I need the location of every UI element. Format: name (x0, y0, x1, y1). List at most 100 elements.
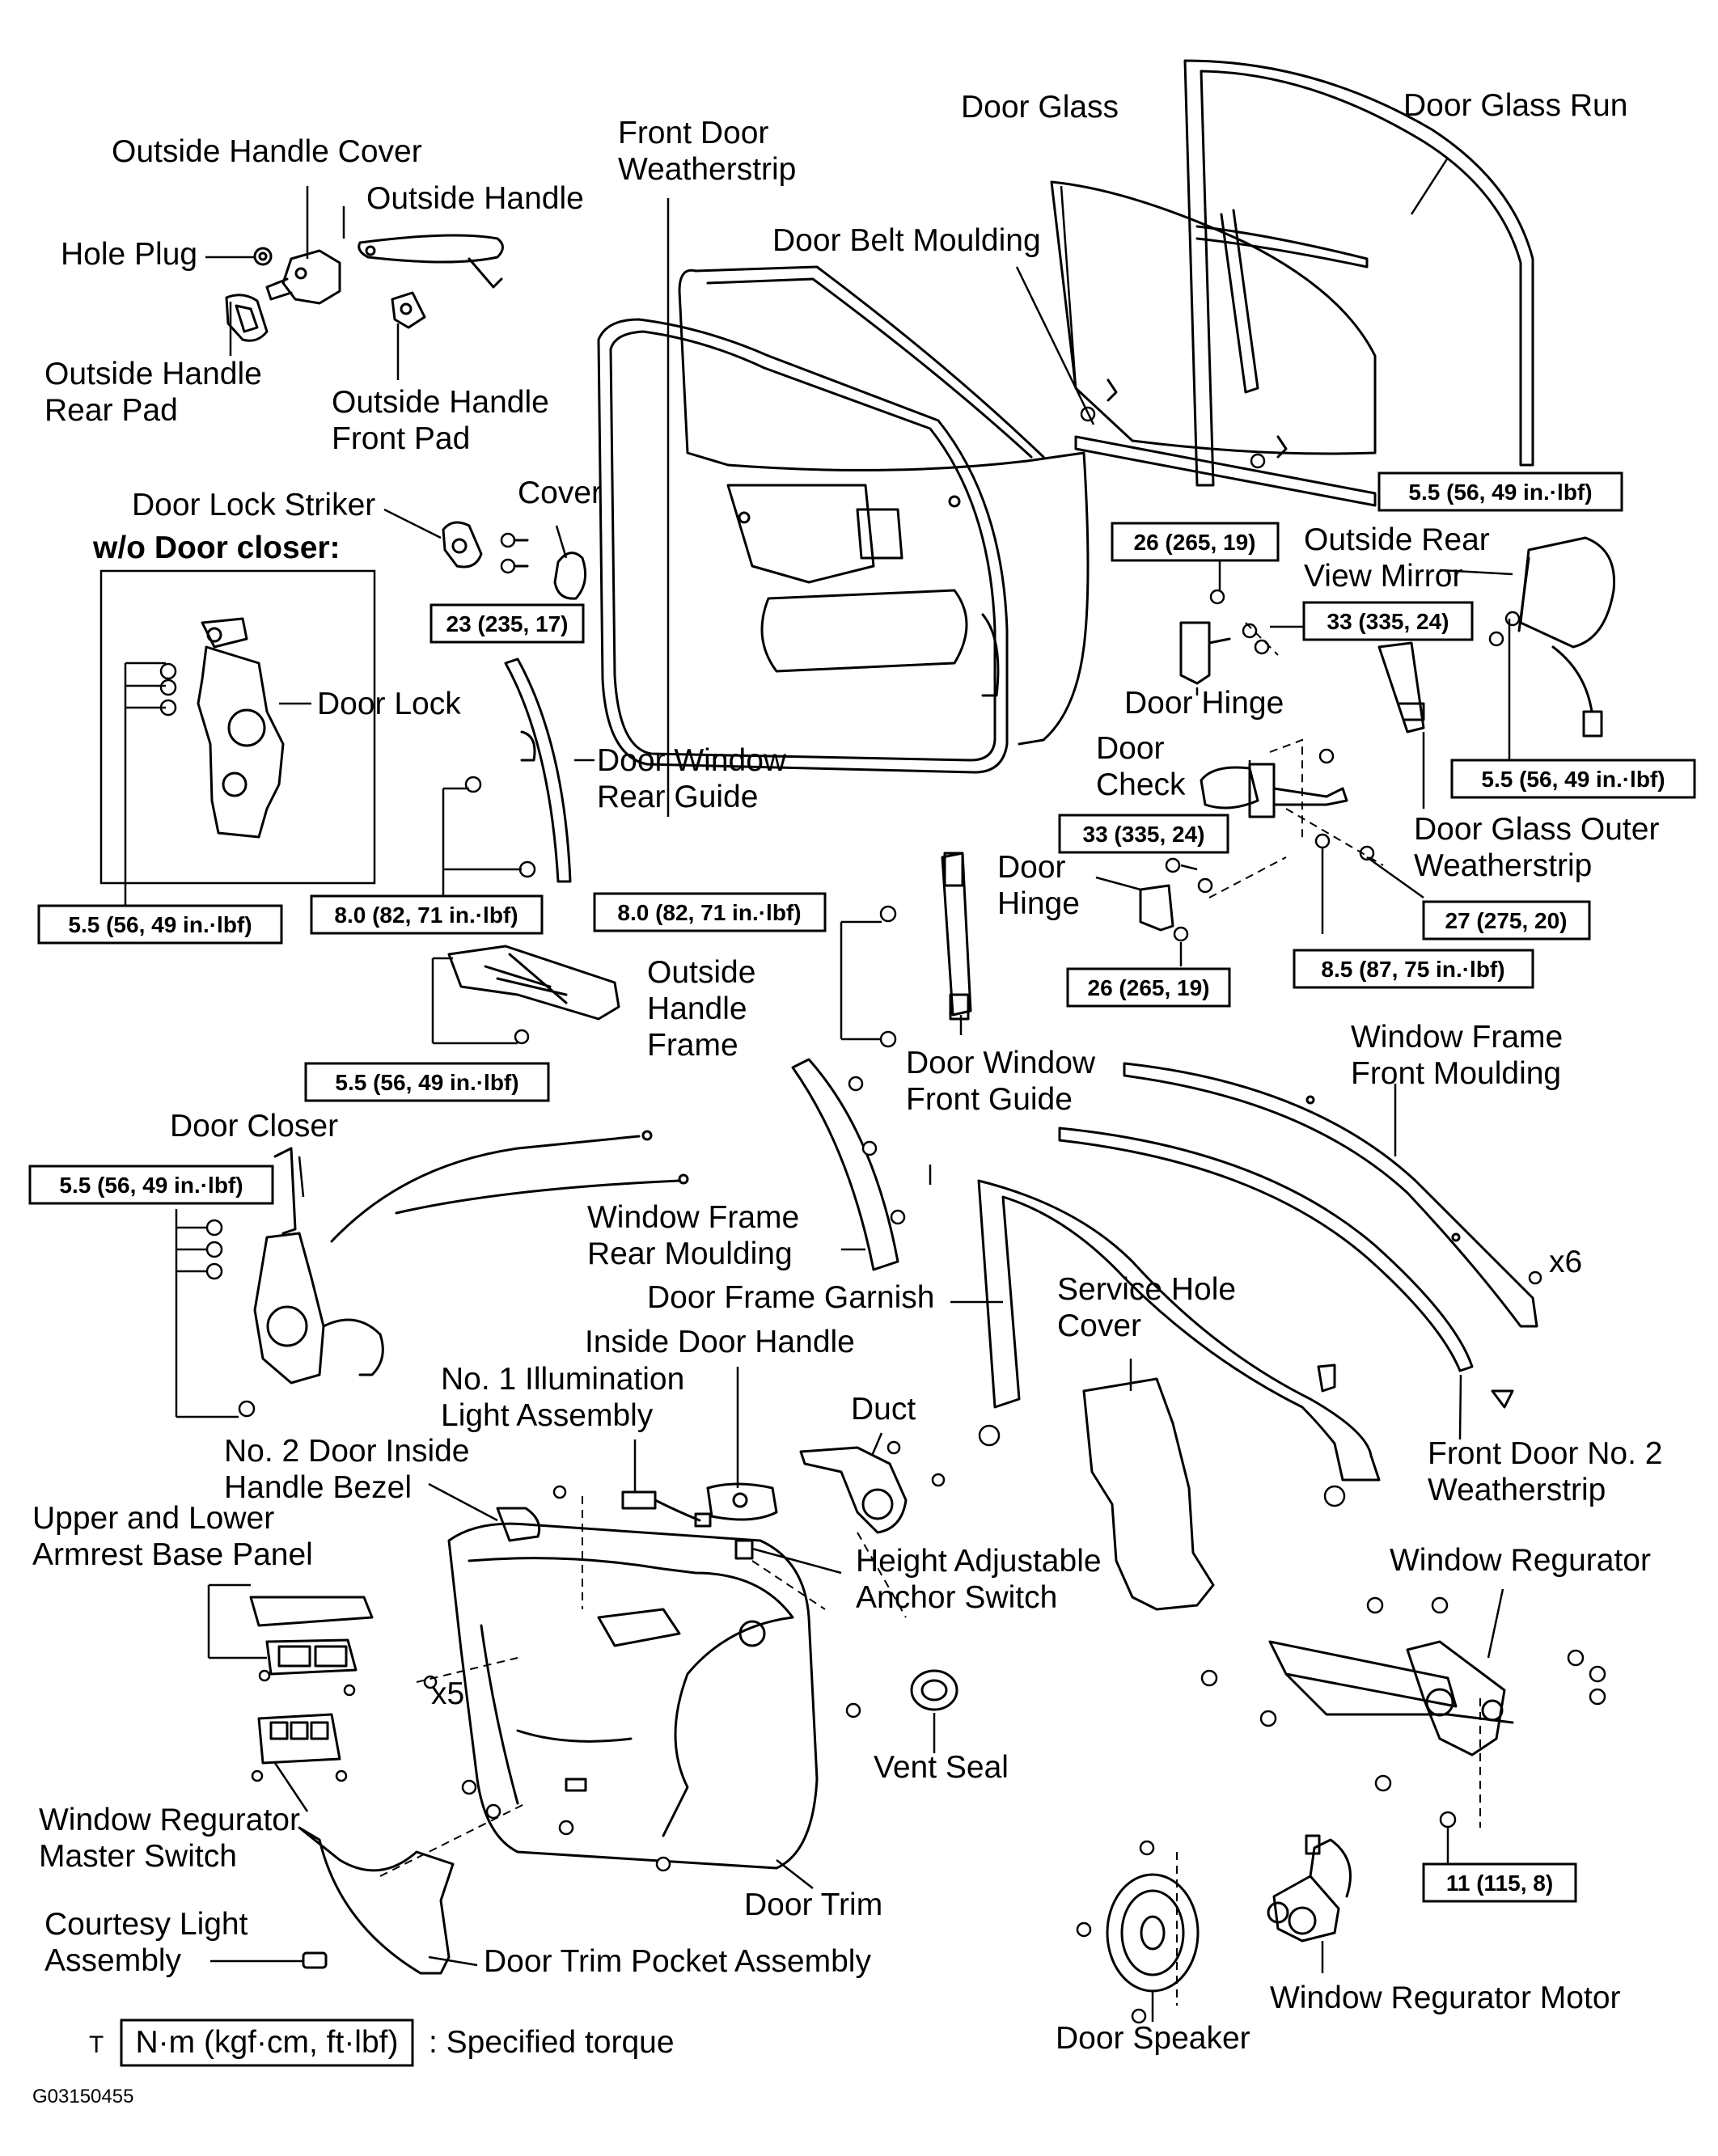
label-cover: Cover (518, 476, 602, 510)
svg-text:26 (265, 19): 26 (265, 19) (1134, 530, 1256, 555)
door-glass-run-part (1183, 59, 1534, 487)
torque-box-rear-guide: 8.0 (82, 71 in.·lbf) (310, 894, 544, 935)
label-door-window-rear-guide-2: Rear Guide (597, 780, 758, 814)
legend-text: : Specified torque (429, 2025, 675, 2060)
label-door-window-front-guide: Door Window (906, 1046, 1096, 1080)
label-door-glass-run: Door Glass Run (1403, 88, 1627, 123)
label-no2-door-inside-handle-bezel: No. 2 Door Inside (224, 1434, 470, 1469)
label-door-window-rear-guide: Door Window (597, 743, 787, 778)
label-outside-handle-cover: Outside Handle Cover (112, 134, 422, 169)
svg-text:5.5 (56, 49 in.·lbf): 5.5 (56, 49 in.·lbf) (1481, 767, 1665, 792)
svg-text:8.0 (82, 71 in.·lbf): 8.0 (82, 71 in.·lbf) (617, 900, 801, 925)
svg-text:23 (235, 17): 23 (235, 17) (446, 611, 569, 636)
label-front-door-no2-weatherstrip: Front Door No. 2 (1428, 1436, 1662, 1471)
torque-box-upper-hinge-body: 26 (265, 19) (1111, 522, 1280, 562)
door-lock-part (159, 617, 285, 839)
svg-text:11 (115, 8): 11 (115, 8) (1446, 1871, 1553, 1896)
no1-illumination-light-part (621, 1490, 712, 1528)
label-x6: x6 (1549, 1245, 1582, 1279)
label-door-glass-outer-weatherstrip: Door Glass Outer (1414, 812, 1659, 847)
door-window-front-guide-part (879, 852, 972, 1048)
label-door-closer: Door Closer (170, 1109, 338, 1144)
svg-text:26 (265, 19): 26 (265, 19) (1088, 975, 1210, 1000)
svg-text:5.5 (56, 49 in.·lbf): 5.5 (56, 49 in.·lbf) (59, 1173, 243, 1198)
label-service-hole-cover: Service Hole (1057, 1272, 1236, 1307)
torque-box-regulator: 11 (115, 8) (1422, 1862, 1577, 1903)
figure-id: G03150455 (32, 2086, 133, 2107)
label-outside-handle: Outside Handle (366, 181, 584, 216)
torque-box-mirror: 5.5 (56, 49 in.·lbf) (1450, 759, 1696, 799)
label-outside-handle-frame-2: Handle (647, 991, 747, 1026)
svg-text:5.5 (56, 49 in.·lbf): 5.5 (56, 49 in.·lbf) (335, 1070, 518, 1095)
label-door-glass: Door Glass (961, 90, 1119, 125)
front-door-weatherstrip-part (597, 318, 1009, 774)
label-door-check-2: Check (1096, 767, 1186, 802)
window-regurator-master-switch-part (251, 1713, 348, 1782)
svg-text:8.5 (87, 75 in.·lbf): 8.5 (87, 75 in.·lbf) (1321, 957, 1504, 982)
label-outside-handle-frame: Outside (647, 955, 755, 990)
label-door-speaker: Door Speaker (1056, 2021, 1250, 2056)
outside-handle-frame-part (447, 945, 620, 1045)
label-outside-handle-frame-3: Frame (647, 1028, 738, 1063)
svg-text:5.5 (56, 49 in.·lbf): 5.5 (56, 49 in.·lbf) (68, 912, 252, 937)
svg-text:33 (335, 24): 33 (335, 24) (1327, 609, 1449, 634)
label-door-lock-striker: Door Lock Striker (132, 488, 375, 522)
door-lock-striker-part (442, 521, 483, 569)
legend-unit: N·m (kgf·cm, ft·lbf) (136, 2025, 399, 2060)
striker-bolts (500, 532, 529, 574)
svg-text:5.5 (56, 49 in.·lbf): 5.5 (56, 49 in.·lbf) (1408, 480, 1592, 505)
label-outside-handle-rear-pad-2: Rear Pad (44, 393, 178, 428)
label-door-trim: Door Trim (744, 1888, 882, 1922)
torque-box-front-guide: 8.0 (82, 71 in.·lbf) (593, 892, 827, 932)
label-outside-handle-front-pad: Outside Handle (332, 385, 549, 420)
label-vent-seal: Vent Seal (874, 1750, 1009, 1785)
window-frame-rear-moulding-part (791, 1058, 906, 1271)
label-duct: Duct (851, 1392, 916, 1427)
label-courtesy-light: Courtesy Light (44, 1907, 248, 1942)
svg-text:33 (335, 24): 33 (335, 24) (1083, 822, 1205, 847)
torque-box-door-lock: 5.5 (56, 49 in.·lbf) (37, 904, 283, 945)
window-frame-front-moulding-part (1123, 1062, 1538, 1328)
label-outside-rear-view-mirror: Outside Rear (1304, 522, 1490, 557)
door-glass-part (1050, 180, 1377, 459)
assembly-dashed-lines (379, 622, 1481, 2006)
door-check-part (1200, 748, 1375, 861)
door-hinge-lower-part (1139, 857, 1213, 942)
door-closer-part (205, 1130, 689, 1418)
label-door-lock: Door Lock (317, 687, 461, 721)
legend-unit-box (120, 2019, 414, 2067)
door-shell-part (678, 265, 1090, 746)
label-front-door-weatherstrip: Front Door (618, 116, 768, 150)
label-wo-door-closer: w/o Door closer: (92, 531, 341, 565)
torque-box-check-nut: 8.5 (87, 75 in.·lbf) (1293, 949, 1534, 989)
label-no1-illumination-2: Light Assembly (441, 1398, 654, 1433)
label-door-check: Door (1096, 731, 1165, 766)
label-window-frame-front-moulding-2: Front Moulding (1351, 1056, 1561, 1091)
outside-handle-cover-part (265, 249, 341, 305)
svg-text:8.0 (82, 71 in.·lbf): 8.0 (82, 71 in.·lbf) (334, 903, 518, 928)
torque-box-handle-frame: 5.5 (56, 49 in.·lbf) (304, 1062, 550, 1102)
window-regurator-part (1200, 1596, 1606, 1828)
torque-box-belt-moulding: 5.5 (56, 49 in.·lbf) (1377, 471, 1623, 512)
service-hole-cover-part (1082, 1377, 1215, 1611)
label-upper-lower-armrest-2: Armrest Base Panel (32, 1537, 313, 1572)
cover-part (553, 552, 587, 600)
torque-box-door-closer: 5.5 (56, 49 in.·lbf) (28, 1165, 274, 1205)
label-front-door-no2-weatherstrip-2: Weatherstrip (1428, 1473, 1606, 1507)
label-window-regurator: Window Regurator (1390, 1543, 1651, 1578)
label-window-regurator-master-switch-2: Master Switch (39, 1839, 237, 1874)
torque-box-check-bolt: 27 (275, 20) (1422, 900, 1591, 941)
label-window-frame-front-moulding: Window Frame (1351, 1020, 1563, 1055)
outside-handle-rear-pad-part (225, 294, 269, 342)
label-outside-handle-rear-pad: Outside Handle (44, 357, 262, 391)
label-door-glass-outer-weatherstrip-2: Weatherstrip (1414, 848, 1592, 883)
label-window-regurator-motor: Window Regurator Motor (1270, 1981, 1621, 2015)
outside-handle-part (358, 234, 504, 289)
inside-door-handle-part (706, 1482, 778, 1521)
torque-specs: 5.5 (56, 49 in.·lbf) 26 (265, 19) 33 (33… (28, 471, 1696, 1903)
label-height-adjustable-anchor-switch: Height Adjustable (856, 1544, 1102, 1579)
label-upper-lower-armrest: Upper and Lower (32, 1501, 274, 1536)
label-window-frame-rear-moulding: Window Frame (587, 1200, 799, 1235)
armrest-base-panel-part (249, 1596, 374, 1697)
leader-lines (124, 157, 1513, 2022)
